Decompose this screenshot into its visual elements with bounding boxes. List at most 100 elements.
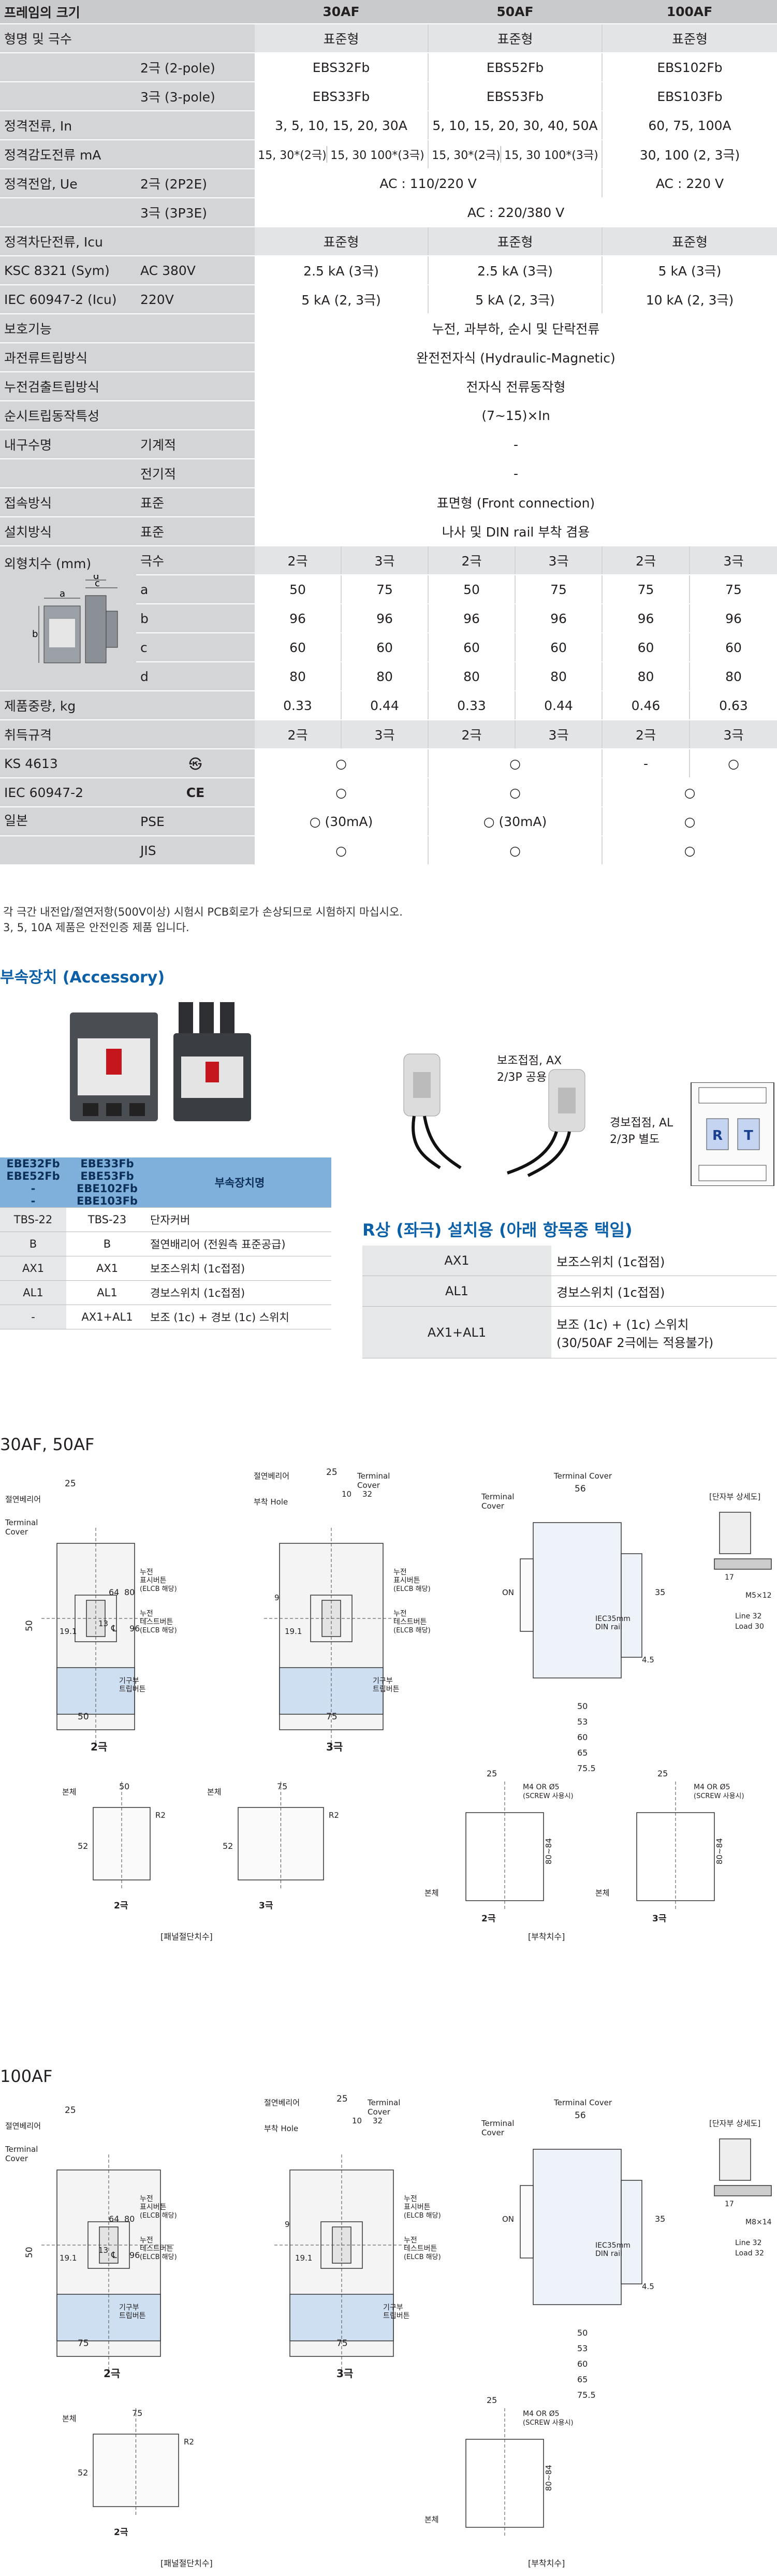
drawing-label: 절연베리어 (5, 2121, 41, 2131)
drawing-label: 누전 (404, 2236, 417, 2245)
spec-cell: EBS53Fb (428, 82, 602, 111)
drawing-label: 35 (655, 1587, 665, 1597)
drawing-label: 80 (124, 2214, 135, 2224)
drawing-label: 테스트버튼 (140, 1618, 173, 1626)
drawing-label: 2극 (114, 1901, 128, 1911)
drawing-label: [패널절단치수] (160, 1932, 213, 1942)
cert-pole-cell: 3극 (515, 720, 602, 749)
drawing-label: 표시버튼 (404, 2203, 431, 2211)
drawing-label: 19.1 (60, 2253, 77, 2263)
drawing-label: (SCREW 사용시) (523, 1792, 574, 1800)
drawing-label: 표시버튼 (393, 1576, 420, 1585)
spec-cell: 15, 30*(2극)15, 30 100*(3극) (254, 140, 428, 169)
drawing-label: 52 (78, 1841, 88, 1851)
drawing-label: 80~84 (544, 1838, 553, 1864)
drawing-label: 52 (223, 1841, 233, 1851)
drawing-label: Cover (481, 1501, 505, 1511)
drawing-label: 누전 (140, 2195, 153, 2203)
drawing-label: R2 (329, 1811, 339, 1820)
frame-size-label: 프레임의 크기 (0, 0, 254, 24)
drawing-label: 35 (655, 2214, 665, 2224)
drawing-label: 50 (24, 1620, 35, 1631)
dim-cell: 60 (689, 633, 777, 662)
drawing-label: Terminal (5, 1518, 38, 1527)
drawing-label: 53 (577, 2343, 588, 2353)
row-sublabel: 표준 (136, 488, 254, 517)
drawing-label: 13 (98, 2246, 108, 2255)
dim-letter-c: c (95, 578, 100, 589)
row-sublabel: 표준 (136, 517, 254, 546)
pole-cell: 2극 (428, 546, 515, 575)
row-label: 과전류트립방식 (0, 343, 136, 372)
dim-cell: 75 (341, 575, 428, 604)
drawing-label: 2극 (104, 2367, 120, 2380)
drawing-label: 2극 (91, 1741, 107, 1753)
weight-cell: 0.44 (515, 691, 602, 720)
drawing-label: 트립버튼 (383, 2312, 410, 2320)
drawing-label: 25 (336, 2094, 348, 2104)
drawing-label: 25 (65, 2105, 76, 2116)
drawing-label: 56 (575, 1484, 586, 1494)
dim-cell: 80 (689, 662, 777, 691)
drawing-label: 절연베리어 (5, 1495, 41, 1504)
drawing-label: M8×14 (745, 2218, 772, 2226)
drawing-line (714, 1558, 772, 1570)
cert-pole-cell: 2극 (428, 720, 515, 749)
cert-cell: ○ (602, 836, 777, 865)
drawing-label: 50 (119, 1782, 129, 1791)
spec-cell: 표준형 (428, 24, 602, 53)
dim-cell: 80 (515, 662, 602, 691)
cert-cell: ○ (30mA) (428, 807, 602, 836)
row-sublabel (136, 140, 254, 169)
drawing-label: [부착치수] (528, 1932, 565, 1942)
drawing-label: 3극 (259, 1901, 273, 1911)
dim-cell: 80 (602, 662, 690, 691)
row-label: 형명 및 극수 (0, 24, 136, 53)
cert-sub: JIS (136, 836, 254, 865)
cert-pole-cell: 2극 (254, 720, 341, 749)
drawing-label: 본체 (424, 2515, 439, 2524)
drawing-label: Terminal (481, 2119, 514, 2128)
drawing-label: 19.1 (60, 1627, 77, 1636)
drawing-label: 기구부 (119, 2304, 139, 2312)
drawing-label: 본체 (424, 1888, 439, 1898)
drawing-label: 80 (124, 1587, 135, 1597)
drawing-line (719, 1512, 751, 1554)
row-label: 정격전류, In (0, 111, 136, 140)
drawing-label: M5×12 (745, 1591, 772, 1600)
drawing-label: IEC35mm (595, 1615, 631, 1623)
drawing-label: 53 (577, 1717, 588, 1727)
drawing-label: 17 (725, 2200, 734, 2208)
drawing-label: ON (502, 1588, 514, 1597)
dim-key: a (136, 575, 254, 604)
drawing-label: R2 (184, 2437, 194, 2447)
row-sublabel: 3극 (3-pole) (136, 82, 254, 111)
drawing-label: M4 OR Ø5 (523, 1783, 560, 1791)
drawing-label: Terminal Cover (553, 2098, 612, 2107)
spec-cell: AC : 110/220 V (254, 169, 602, 198)
row-label: IEC 60947-2 (Icu) (0, 285, 136, 314)
drawing-label: Terminal (481, 1492, 514, 1501)
drawing-label: 25 (487, 1769, 497, 1778)
drawing-label: 기구부 (373, 1677, 393, 1685)
spec-cell: 표준형 (254, 227, 428, 256)
spec-cell: - (254, 459, 777, 488)
drawing-label: Terminal (367, 2098, 400, 2107)
drawing-label: 기구부 (119, 1677, 139, 1685)
weight-cell: 0.33 (254, 691, 341, 720)
drawing-label: 누전 (140, 1568, 153, 1576)
split-cell: 15, 30*(2극)15, 30 100*(3극) (258, 146, 424, 163)
acc-cell: TBS-22 (0, 1207, 66, 1232)
cert-name: 일본 (0, 807, 136, 836)
